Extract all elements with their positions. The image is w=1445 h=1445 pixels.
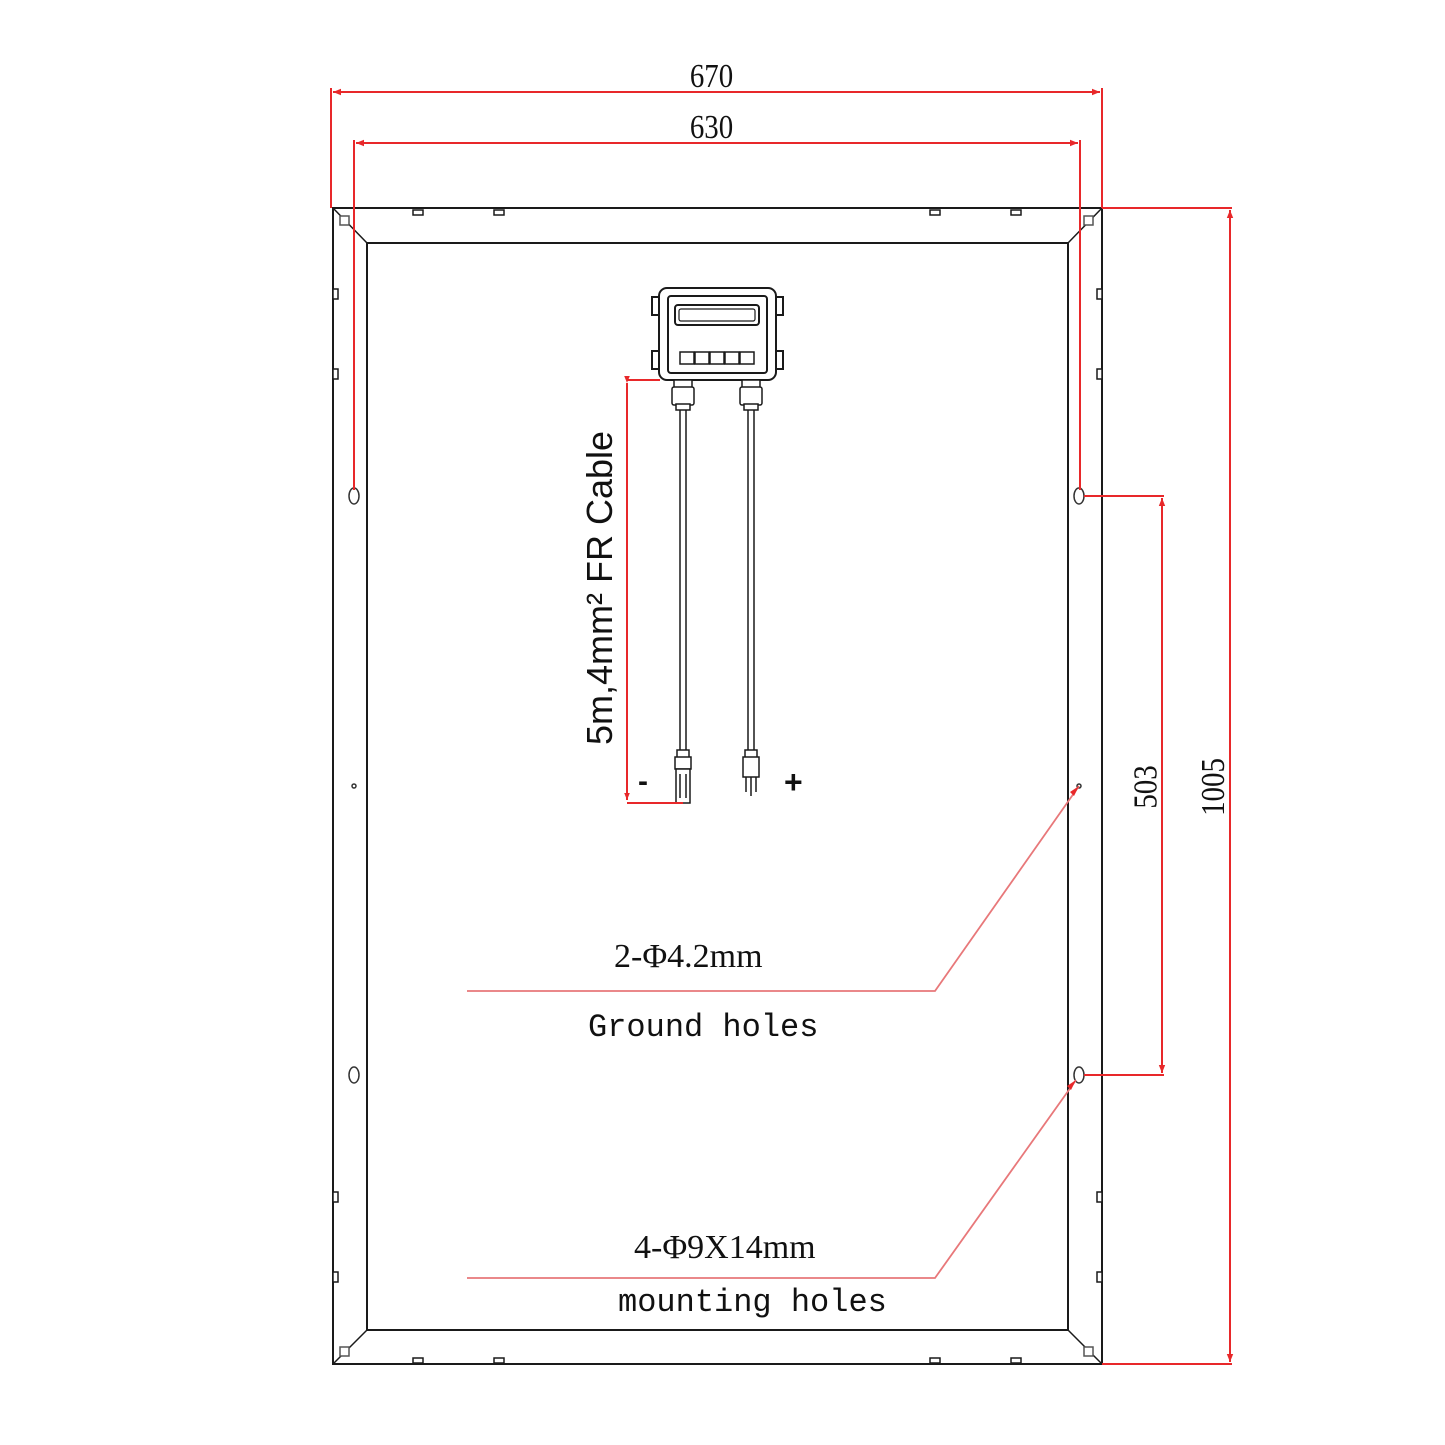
corner-drain-holes	[339, 215, 1094, 1357]
leader-lines	[467, 785, 1080, 1279]
cable-negative	[671, 379, 695, 804]
mounting-leader	[467, 1079, 1077, 1279]
dimension-lines	[330, 88, 1234, 1365]
ground-hole-spec: 2-Φ4.2mm	[614, 938, 763, 975]
positive-terminal-label: +	[784, 764, 803, 800]
outer-frame	[332, 207, 1103, 1365]
cable-length-dimension	[624, 376, 683, 804]
hole-spacing-width-label: 630	[689, 109, 734, 146]
hole-spacing-height-label: 503	[1127, 765, 1165, 809]
overall-width-label: 670	[689, 58, 734, 95]
mounting-hole-spec: 4-Φ9X14mm	[634, 1229, 816, 1266]
ground-hole-description: Ground holes	[588, 1009, 819, 1046]
overall-height-label: 1005	[1195, 758, 1232, 816]
cable-positive	[739, 379, 763, 796]
inner-frame	[366, 242, 1069, 1331]
junction-box	[651, 287, 784, 381]
mounting-holes	[348, 487, 1085, 1084]
ground-leader	[467, 785, 1080, 992]
frame-slots	[332, 209, 1103, 1364]
mounting-hole-description: mounting holes	[618, 1284, 887, 1321]
cable-spec-label: 5m,4mm² FR Cable	[579, 430, 620, 746]
ground-holes	[351, 783, 1082, 789]
negative-terminal-label: -	[638, 765, 648, 798]
panel-frame	[332, 207, 1103, 1365]
